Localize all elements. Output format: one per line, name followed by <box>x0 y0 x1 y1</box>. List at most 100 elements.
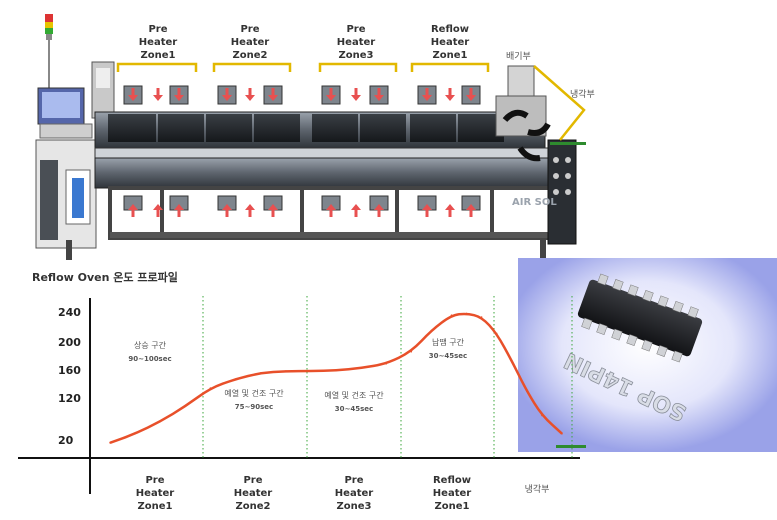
y-tick-label: 200 <box>58 336 81 349</box>
x-category-label: Pre <box>145 475 164 486</box>
top-zone-label-line: Heater <box>337 37 375 48</box>
red-arrow-icon <box>466 204 476 217</box>
red-arrow-icon <box>374 204 384 217</box>
temperature-point <box>480 316 483 318</box>
zone-brackets <box>116 62 586 141</box>
red-arrow-icon <box>422 88 432 101</box>
chip-pin <box>656 345 668 357</box>
phase-time: 30~45sec <box>335 405 373 413</box>
chip-pin <box>671 350 683 363</box>
chip-pin <box>597 273 609 286</box>
top-zone-label-line: Zone2 <box>233 50 268 61</box>
temperature-point <box>360 367 362 369</box>
hot-air-arrows-top <box>128 88 476 101</box>
top-zone-labels: PreHeaterZone1PreHeaterZone2PreHeaterZon… <box>139 24 469 61</box>
red-arrow-icon <box>128 204 138 217</box>
temperature-point <box>209 387 212 389</box>
top-zone-label-line: Pre <box>346 24 365 35</box>
x-category-label: Heater <box>335 488 373 499</box>
cooling-unit <box>547 139 577 245</box>
machine-brand: AIR SOL <box>512 197 557 208</box>
temperature-points <box>109 312 563 444</box>
red-arrow-icon <box>326 204 336 217</box>
red-arrow-icon <box>268 204 278 217</box>
upper-heaters <box>108 114 504 142</box>
x-category-label: Reflow <box>433 475 471 486</box>
top-zone-label-line: Zone1 <box>433 50 468 61</box>
top-zone-label-line: Zone3 <box>339 50 374 61</box>
top-zone-label-line: Reflow <box>431 24 469 35</box>
red-arrow-icon <box>153 88 163 101</box>
temperature-point <box>385 363 388 365</box>
oven-machine: AIR SOL <box>35 14 586 260</box>
temperature-point <box>450 314 453 317</box>
temperature-point <box>134 432 136 435</box>
top-zone-label-line: Pre <box>148 24 167 35</box>
red-arrow-icon <box>351 88 361 101</box>
y-tick-label: 240 <box>58 306 81 319</box>
phase-time: 90~100sec <box>128 355 171 363</box>
x-category-label: 냉각부 <box>525 483 550 495</box>
red-arrow-icon <box>466 88 476 101</box>
x-category-label: Heater <box>433 488 471 499</box>
top-zone-label-line: Zone1 <box>141 50 176 61</box>
signal-red-light <box>45 14 53 22</box>
temperature-point <box>109 442 111 444</box>
red-arrow-icon <box>445 88 455 101</box>
temperature-point <box>285 370 287 372</box>
chip-body <box>577 279 703 357</box>
chip-pin <box>581 317 593 330</box>
red-arrow-icon <box>268 88 278 101</box>
chip-pin <box>596 323 608 336</box>
phase-label: 상승 구간 <box>134 340 167 350</box>
phase-label: 예열 및 건조 구간 <box>224 388 284 398</box>
blue-tube <box>72 178 84 218</box>
chip-pin <box>642 290 654 302</box>
phase-label: 납땜 구간 <box>432 337 465 347</box>
temperature-curve <box>109 312 563 444</box>
temperature-point <box>430 329 433 332</box>
x-category-label: Pre <box>344 475 363 486</box>
chip-pin <box>657 295 669 308</box>
phase-time: 75~90sec <box>235 403 273 411</box>
x-category-label: Heater <box>234 488 272 499</box>
temperature-point <box>184 405 187 408</box>
temperature-point <box>259 372 262 374</box>
red-arrow-icon <box>222 88 232 101</box>
x-category-label: Pre <box>243 475 262 486</box>
cooling-marker-top <box>550 142 586 145</box>
red-arrow-icon <box>128 88 138 101</box>
red-arrow-icon <box>422 204 432 217</box>
x-category-labels: PreHeaterZone1PreHeaterZone2PreHeaterZon… <box>136 475 550 512</box>
top-zone-label-line: Heater <box>139 37 177 48</box>
lower-fan-modules <box>123 195 481 211</box>
signal-yellow-light <box>45 22 53 28</box>
temperature-point <box>335 369 337 372</box>
temperature-point <box>465 312 468 315</box>
red-arrow-icon <box>174 204 184 217</box>
chip-pins <box>581 273 699 363</box>
chip-illustration: SOP 14PIN <box>518 258 777 452</box>
temperature-point <box>310 370 312 372</box>
red-arrow-icon <box>374 88 384 101</box>
zone-dividers <box>202 296 573 458</box>
phase-time: 30~45sec <box>429 352 467 360</box>
red-arrow-icon <box>245 88 255 101</box>
chip-pin <box>611 328 623 341</box>
temperature-point <box>561 432 563 435</box>
temperature-point <box>410 350 413 353</box>
red-arrow-icon <box>351 204 361 217</box>
red-arrow-icon <box>174 88 184 101</box>
x-category-label: Zone2 <box>236 501 271 512</box>
exhaust-label: 배기부 <box>506 51 531 62</box>
top-zone-label-line: Heater <box>431 37 469 48</box>
red-arrow-icon <box>326 88 336 101</box>
chart-title: Reflow Oven 온도 프로파일 <box>32 270 178 284</box>
x-category-label: Zone1 <box>435 501 470 512</box>
monitor-screen <box>42 92 80 118</box>
